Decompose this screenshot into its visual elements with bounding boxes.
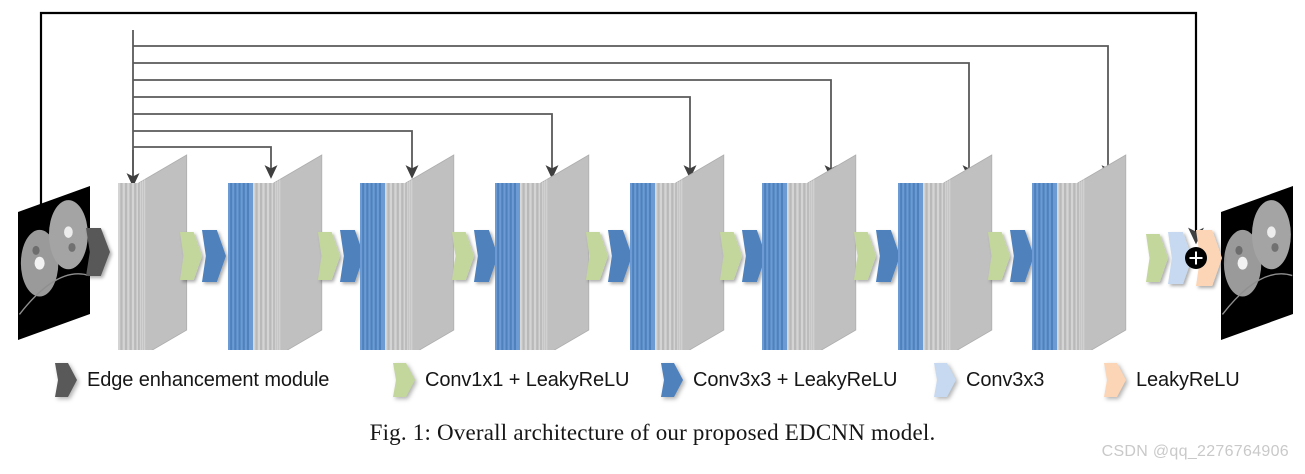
feature-block-3: [360, 154, 455, 350]
input-ct-image: [18, 186, 90, 340]
legend-item-2: Conv3x3 + LeakyReLU: [661, 352, 897, 408]
feature-block-3-front-face: [405, 154, 455, 350]
legend-item-4: LeakyReLU: [1104, 352, 1240, 408]
feature-block-7-blue-plate: [919, 183, 923, 350]
feature-block-8-blue-plate: [1053, 183, 1057, 350]
feature-block-1-front-face: [138, 154, 188, 350]
feature-block-8-front-face: [1077, 154, 1127, 350]
leakyrelu-tail: [1196, 230, 1222, 286]
feature-block-7-front-face: [943, 154, 993, 350]
arrow-block-icon-shape: [934, 363, 956, 397]
legend-item-0: Edge enhancement module: [55, 352, 329, 408]
feature-block-5-blue-plate: [651, 183, 655, 350]
arrow-block-icon-shape: [661, 363, 683, 397]
feature-block-3-blue-plate: [381, 183, 385, 350]
arrow-block-icon-shape: [1104, 363, 1126, 397]
watermark: CSDN @qq_2276764906: [1101, 443, 1289, 460]
arrow-block-icon-shape: [55, 363, 77, 397]
feature-block-4-front-face: [540, 154, 590, 350]
feature-block-4: [495, 154, 590, 350]
input-ct-image-vessel-a: [32, 245, 40, 255]
feature-block-8: [1032, 154, 1127, 350]
output-ct-image-hilum-right: [1267, 226, 1276, 238]
figure-caption: Fig. 1: Overall architecture of our prop…: [369, 420, 936, 445]
arrow-block-icon: [934, 363, 956, 397]
output-ct-image: [1221, 186, 1293, 340]
diagram-svg: [18, 11, 1293, 350]
feature-block-2-front-face: [273, 154, 323, 350]
feature-block-6-blue-plate: [783, 183, 787, 350]
output-ct-image-hilum-left: [1237, 256, 1248, 270]
input-ct-image-table-arc: [18, 273, 90, 315]
skip-connection-7: [133, 45, 1115, 179]
arrow-block-icon: [393, 363, 415, 397]
arrow-block-icon-shape: [393, 363, 415, 397]
conv1x1-leakyrelu-tail: [1146, 234, 1168, 282]
conv3x3-tail: [1168, 232, 1192, 284]
feature-block-2: [228, 154, 323, 350]
output-ct-image-vessel-a: [1235, 245, 1243, 255]
conv1x1-leakyrelu-4: [586, 232, 608, 280]
conv1x1-leakyrelu-1: [180, 232, 202, 280]
skip-connection-3: [133, 113, 559, 179]
global-residual-connection: [39, 11, 1204, 245]
legend-label-2: Conv3x3 + LeakyReLU: [693, 369, 898, 391]
edge-enhancement-module: [86, 228, 110, 276]
skip-connection-1: [133, 146, 278, 179]
legend-label-0: Edge enhancement module: [87, 369, 330, 391]
input-ct-image-content: [18, 200, 90, 315]
conv3x3-leakyrelu-2: [340, 230, 364, 282]
arrow-block-icon: [55, 363, 77, 397]
feature-block-6: [762, 154, 857, 350]
output-ct-image-table-arc: [1221, 273, 1293, 315]
feature-block-4-blue-plate: [516, 183, 520, 350]
conv3x3-leakyrelu-6: [876, 230, 900, 282]
legend-label-3: Conv3x3: [966, 369, 1045, 391]
arrow-block-icon: [1104, 363, 1126, 397]
skip-connection-6: [133, 62, 976, 179]
feature-block-5: [630, 154, 725, 350]
arrow-block-icon: [661, 363, 683, 397]
input-ct-image-vessel-b: [68, 242, 76, 252]
skip-connection-5: [133, 79, 838, 179]
conv3x3-leakyrelu-1: [202, 230, 226, 282]
legend-label-1: Conv1x1 + LeakyReLU: [425, 369, 630, 391]
legend-item-3: Conv3x3: [934, 352, 1044, 408]
conv3x3-leakyrelu-3: [474, 230, 498, 282]
sum-node: [1185, 247, 1207, 269]
legend-item-1: Conv1x1 + LeakyReLU: [393, 352, 629, 408]
input-ct-image-hilum-right: [64, 226, 73, 238]
conv3x3-leakyrelu-5: [742, 230, 766, 282]
output-ct-image-content: [1221, 200, 1293, 315]
architecture-diagram: [18, 11, 1293, 350]
conv1x1-leakyrelu-5: [720, 232, 742, 280]
legend-label-4: LeakyReLU: [1136, 369, 1240, 391]
feature-block-7: [898, 154, 993, 350]
skip-connection-2: [133, 130, 419, 179]
conv3x3-leakyrelu-4: [608, 230, 632, 282]
input-ct-image-hilum-left: [34, 256, 45, 270]
feature-block-6-front-face: [807, 154, 857, 350]
output-ct-image-vessel-b: [1271, 242, 1279, 252]
conv1x1-leakyrelu-2: [318, 232, 340, 280]
skip-connection-4: [133, 96, 697, 179]
feature-block-5-front-face: [675, 154, 725, 350]
feature-block-1: [118, 154, 188, 350]
conv1x1-leakyrelu-3: [452, 232, 474, 280]
conv1x1-leakyrelu-6: [854, 232, 876, 280]
feature-block-2-blue-plate: [249, 183, 253, 350]
conv1x1-leakyrelu-7: [988, 232, 1010, 280]
conv3x3-leakyrelu-7: [1010, 230, 1034, 282]
legend: Edge enhancement module Conv1x1 + LeakyRe…: [0, 352, 1305, 408]
